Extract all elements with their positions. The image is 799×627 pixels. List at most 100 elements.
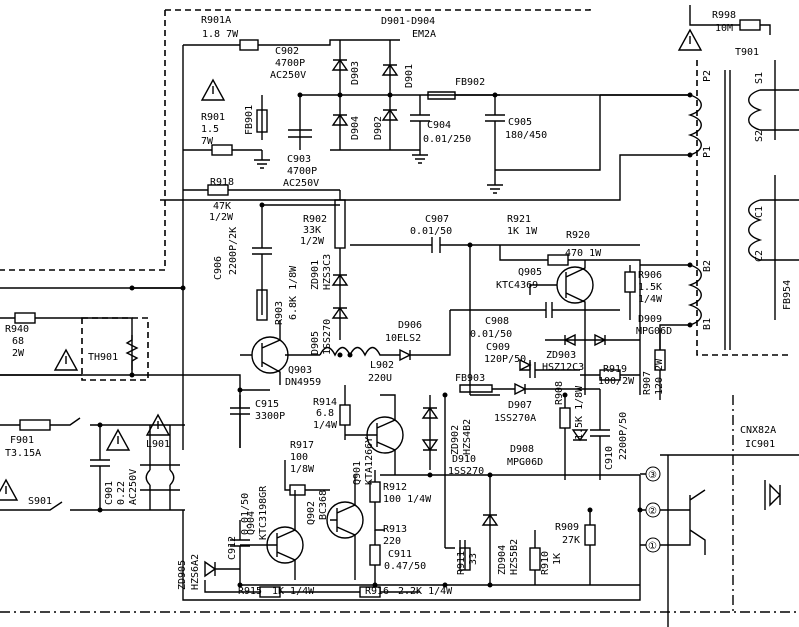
f901-fuse bbox=[19, 419, 51, 431]
secondary-wires bbox=[760, 60, 799, 320]
bottom-bus bbox=[182, 475, 641, 601]
warning-icon bbox=[145, 413, 171, 436]
label-r903-v: 6.8K 1/8W bbox=[288, 265, 299, 320]
label-r940-v1: 68 bbox=[12, 336, 24, 347]
c908-wire bbox=[450, 302, 620, 318]
label-d907: D907 bbox=[508, 400, 532, 411]
warning-icons bbox=[0, 28, 703, 501]
label-r902: R902 bbox=[303, 214, 327, 225]
label-c905-v: 180/450 bbox=[505, 130, 547, 141]
c915-wire bbox=[230, 395, 250, 448]
label-ic-pin2: ② bbox=[648, 506, 657, 517]
ic901-led bbox=[764, 480, 781, 510]
zd901-diode bbox=[331, 273, 349, 286]
label-d909: D909 bbox=[638, 314, 662, 325]
label-c907-v: 0.01/50 bbox=[410, 226, 452, 237]
input-bus bbox=[0, 287, 270, 448]
d907-diode bbox=[492, 382, 600, 396]
label-pin-s1: S1 bbox=[754, 72, 765, 84]
label-r901-v2: 7W bbox=[201, 136, 214, 147]
label-l902-v: 220U bbox=[368, 373, 392, 384]
label-th901: TH901 bbox=[88, 352, 118, 363]
label-d908: D908 bbox=[510, 444, 534, 455]
label-zd903: ZD903 bbox=[546, 350, 576, 361]
r919-resistor bbox=[599, 369, 621, 381]
label-fb901: FB901 bbox=[244, 105, 255, 135]
label-s901: S901 bbox=[28, 496, 52, 507]
d903-diode bbox=[331, 58, 349, 71]
label-c911: C911 bbox=[388, 549, 412, 560]
label-pin-b2: B2 bbox=[702, 260, 713, 272]
r913-resistor bbox=[369, 544, 381, 566]
label-em2a: EM2A bbox=[412, 29, 436, 40]
label-r918-v1: 47K bbox=[213, 201, 231, 212]
fb902-bead bbox=[427, 91, 456, 100]
label-fb954: FB954 bbox=[782, 280, 793, 310]
label-c903-v2: AC250V bbox=[283, 178, 319, 189]
transformer-wires bbox=[160, 94, 690, 350]
label-r940-v2: 2W bbox=[12, 348, 25, 359]
label-c901-v1: 0.22 bbox=[116, 481, 127, 505]
label-r902-v2: 1/2W bbox=[300, 236, 325, 247]
label-c901: C901 bbox=[104, 481, 115, 505]
f901-wire bbox=[0, 417, 185, 426]
label-l901: L901 bbox=[146, 439, 170, 450]
r940-resistor bbox=[14, 312, 36, 324]
transformer-primary bbox=[687, 94, 702, 156]
junction-dots bbox=[97, 92, 693, 588]
label-c902-v2: AC250V bbox=[270, 70, 306, 81]
ic901-body bbox=[660, 454, 799, 627]
d906-diode bbox=[399, 310, 451, 362]
label-r912: R912 bbox=[383, 482, 407, 493]
warning-icon bbox=[677, 28, 703, 51]
label-zd903-v: HSZ12C3 bbox=[542, 362, 584, 373]
label-c906: C906 bbox=[213, 256, 224, 280]
label-q904: Q904 bbox=[246, 511, 257, 535]
r906-resistor bbox=[624, 271, 636, 293]
label-c904: C904 bbox=[427, 120, 451, 131]
label-r915-v: 1K 1/4W bbox=[272, 586, 315, 597]
c909-wire bbox=[520, 362, 580, 378]
warning-icon bbox=[53, 348, 79, 371]
label-l902: L902 bbox=[370, 360, 394, 371]
label-r911: R911 bbox=[456, 551, 467, 575]
transformer-bias bbox=[687, 264, 702, 326]
label-pin-p1: P1 bbox=[702, 146, 713, 158]
label-c908-v: 0.01/50 bbox=[470, 329, 512, 340]
r911-resistor bbox=[459, 547, 471, 571]
d902-diode bbox=[381, 108, 399, 121]
label-zd904: ZD904 bbox=[497, 545, 508, 575]
r914-resistor bbox=[339, 404, 351, 426]
label-d903: D903 bbox=[350, 61, 361, 85]
r920-resistor bbox=[547, 254, 569, 266]
label-d905-v: 1SS270 bbox=[322, 319, 333, 355]
label-r916: R916 bbox=[365, 586, 389, 597]
label-d906: D906 bbox=[398, 320, 422, 331]
label-r913: R913 bbox=[383, 524, 407, 535]
r912-resistor bbox=[369, 481, 381, 503]
label-t901: T901 bbox=[735, 47, 759, 58]
label-r940: R940 bbox=[5, 324, 29, 335]
c904-cap bbox=[410, 95, 430, 150]
transformer-boundary bbox=[696, 60, 790, 356]
label-r906-v2: 1/4W bbox=[638, 294, 663, 305]
label-pin-p2: P2 bbox=[702, 70, 713, 82]
q905-leads bbox=[529, 260, 586, 395]
label-r909-v: 27K bbox=[562, 535, 580, 546]
label-zd901: ZD901 bbox=[310, 260, 321, 290]
label-ic-pin1: ① bbox=[648, 541, 657, 552]
label-r921: R921 bbox=[507, 214, 531, 225]
label-r908: R908 bbox=[554, 381, 565, 405]
label-pin-b1: B1 bbox=[702, 318, 713, 330]
label-q905-v: KTC4369 bbox=[496, 280, 538, 291]
r903-resistor bbox=[256, 289, 268, 321]
c910-wire bbox=[590, 389, 610, 480]
s901-switch bbox=[0, 501, 185, 511]
r918-resistor bbox=[207, 184, 229, 196]
r998-resistor bbox=[739, 19, 761, 31]
label-r908-v: 1.5K 1/8W bbox=[574, 385, 585, 440]
label-c907: C907 bbox=[425, 214, 449, 225]
zd905-diode bbox=[204, 560, 240, 578]
c907-wire bbox=[350, 237, 640, 253]
